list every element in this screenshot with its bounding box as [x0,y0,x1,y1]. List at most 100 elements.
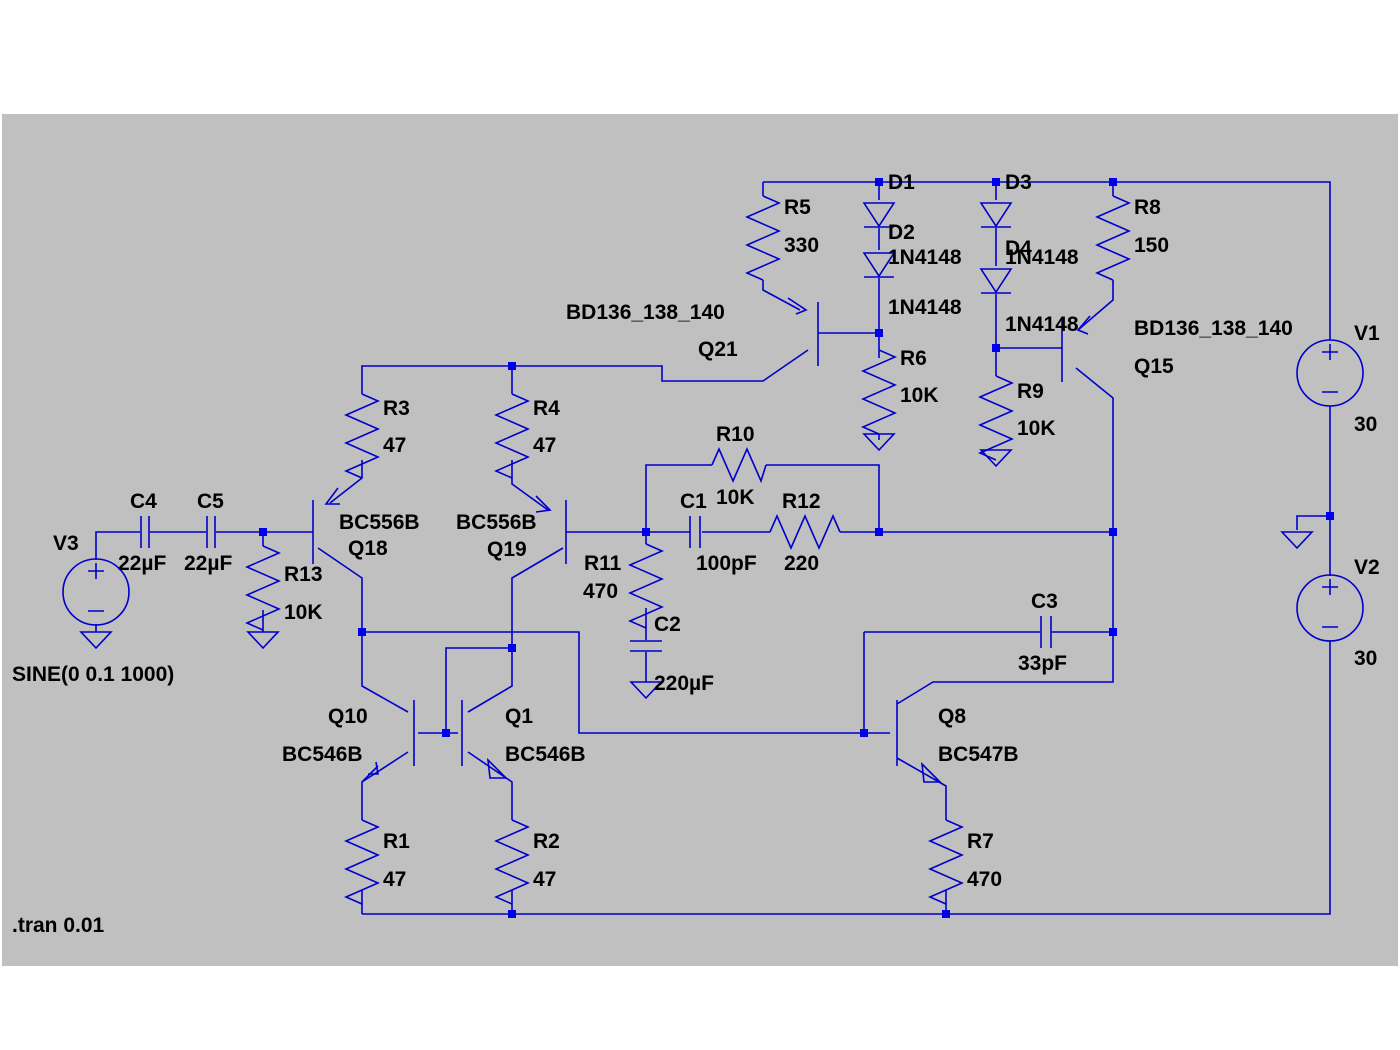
c2-name-label: C2 [654,613,681,636]
diode-d4[interactable] [979,268,1013,294]
r13-value-label: 10K [284,601,323,624]
resistor-r2[interactable] [494,819,530,905]
d2-value-label: 1N4148 [888,296,962,319]
q1-model-label: BC546B [505,743,586,766]
r4-name-label: R4 [533,397,560,420]
r2-name-label: R2 [533,830,560,853]
r10-name-label: R10 [716,423,755,446]
d4-name-label: D4 [1005,237,1032,260]
resistor-r3[interactable] [344,393,380,479]
transistor-q1[interactable] [461,700,508,779]
resistor-r6[interactable] [861,349,897,435]
v2-value-label: 30 [1354,647,1377,670]
ground-symbol-v3 [79,631,113,650]
resistor-r1[interactable] [344,819,380,905]
c1-name-label: C1 [680,490,707,513]
v3-name-label: V3 [53,532,79,555]
r11-name-label: R11 [584,552,622,575]
v1-value-label: 30 [1354,413,1377,436]
d4-value-label: 1N4148 [1005,313,1079,336]
r8-name-label: R8 [1134,196,1161,219]
d3-value-label: 1N4148 [1005,246,1079,269]
capacitor-c5[interactable] [206,516,216,548]
q15-model-label: BD136_138_140 [1134,317,1293,340]
q8-name-label: Q8 [938,705,966,728]
q19-model-label: BC556B [456,511,537,534]
diode-d1[interactable] [862,202,896,228]
resistor-r5[interactable] [745,195,781,281]
c1-value-label: 100pF [696,552,757,575]
r5-value-label: 330 [784,234,819,257]
q1-name-label: Q1 [505,705,533,728]
c3-value-label: 33pF [1018,652,1067,675]
tran-directive[interactable]: .tran 0.01 [12,914,105,937]
transistor-q18[interactable] [312,487,340,564]
diode-d3[interactable] [979,202,1013,228]
r7-value-label: 470 [967,868,1002,891]
c3-name-label: C3 [1031,590,1058,613]
r9-name-label: R9 [1017,380,1044,403]
q10-name-label: Q10 [328,705,368,728]
capacitor-c3[interactable] [1040,616,1052,648]
c4-value-label: 22µF [118,552,166,575]
ground-symbol-supply [1280,531,1314,550]
capacitor-c2[interactable] [630,640,662,652]
diode-d2[interactable] [862,252,896,278]
r6-name-label: R6 [900,347,927,370]
q19-name-label: Q19 [487,538,527,561]
r3-name-label: R3 [383,397,410,420]
c2-value-label: 220µF [654,672,714,695]
q15-name-label: Q15 [1134,355,1174,378]
r10-value-label: 10K [716,486,755,509]
d1-value-label: 1N4148 [888,246,962,269]
r1-name-label: R1 [383,830,410,853]
resistor-r11[interactable] [628,543,664,629]
r7-name-label: R7 [967,830,994,853]
r9-value-label: 10K [1017,417,1056,440]
c4-name-label: C4 [130,490,157,513]
resistor-r10[interactable] [711,447,767,484]
q18-name-label: Q18 [348,537,388,560]
voltage-source-v2[interactable] [1296,574,1364,642]
source-directive[interactable]: SINE(0 0.1 1000) [12,663,174,686]
ground-symbol-r13 [246,631,280,650]
voltage-source-v1[interactable] [1296,339,1364,407]
resistor-r4[interactable] [494,393,530,479]
d3-name-label: D3 [1005,171,1032,194]
resistor-r7[interactable] [928,819,964,905]
q18-model-label: BC556B [339,511,420,534]
capacitor-c4[interactable] [140,516,150,548]
transistor-q21[interactable] [787,297,819,366]
v2-name-label: V2 [1354,556,1380,579]
r2-value-label: 47 [533,868,556,891]
capacitor-c1[interactable] [689,516,701,548]
resistor-r8[interactable] [1095,195,1131,281]
r8-value-label: 150 [1134,234,1169,257]
transistor-q8[interactable] [896,700,942,783]
r3-value-label: 47 [383,434,406,457]
r12-name-label: R12 [782,490,821,513]
d1-name-label: D1 [888,171,915,194]
r1-value-label: 47 [383,868,406,891]
v1-name-label: V1 [1354,322,1380,345]
resistor-r12[interactable] [769,514,841,550]
transistor-q10[interactable] [361,700,415,783]
r6-value-label: 10K [900,384,939,407]
transistor-q19[interactable] [535,495,567,564]
r5-name-label: R5 [784,196,811,219]
resistor-r13[interactable] [245,545,281,631]
q21-name-label: Q21 [698,338,738,361]
c5-value-label: 22µF [184,552,232,575]
r12-value-label: 220 [784,552,819,575]
transistor-q15[interactable] [1061,315,1091,382]
r4-value-label: 47 [533,434,556,457]
voltage-source-v3[interactable] [62,558,130,626]
q21-model-label: BD136_138_140 [566,301,725,324]
ground-symbol-r9 [979,449,1013,468]
ground-symbol-c2 [629,681,663,700]
d2-name-label: D2 [888,221,915,244]
junction-dots [259,178,1334,918]
ground-symbol-r6 [862,433,896,452]
c5-name-label: C5 [197,490,224,513]
